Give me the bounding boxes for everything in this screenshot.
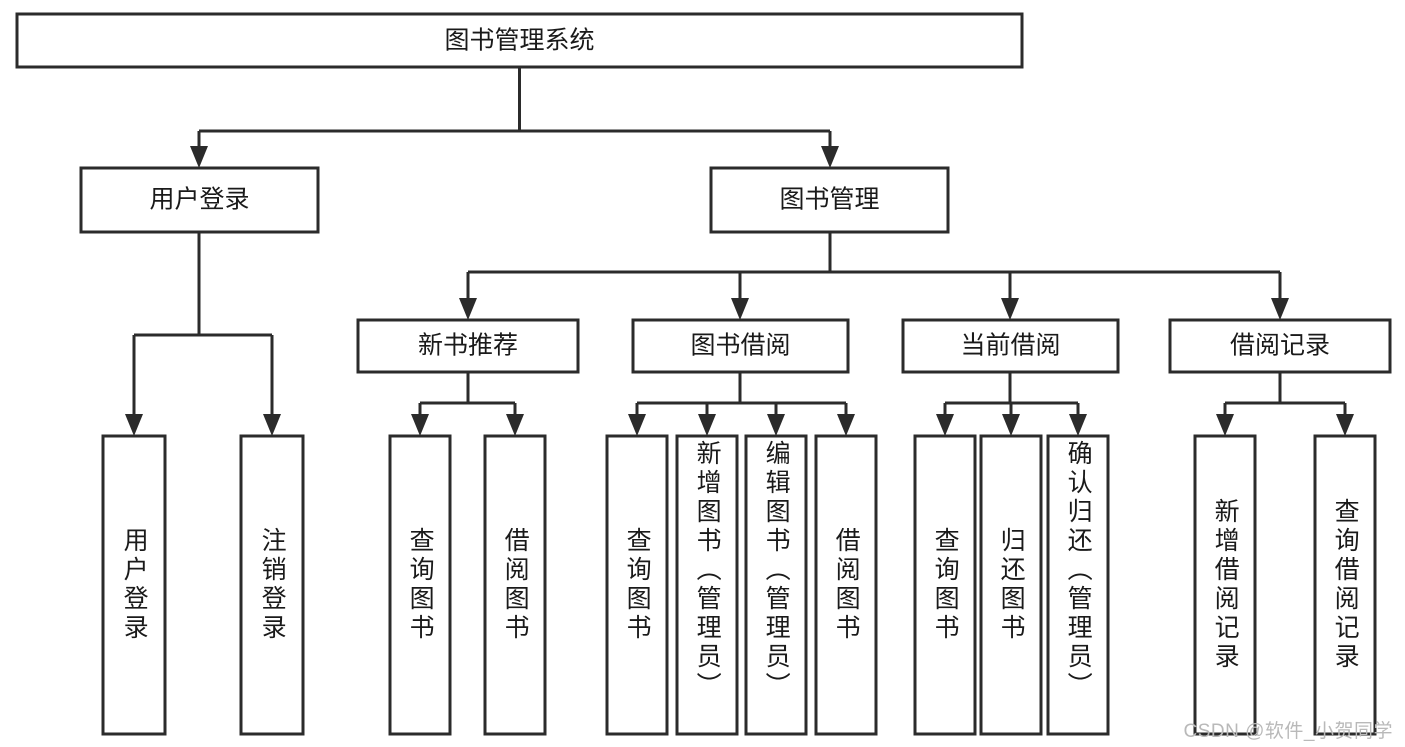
connector-layer	[125, 67, 1354, 436]
node-user-login-box[interactable]	[79, 166, 320, 234]
arrow-book-manage	[821, 146, 839, 168]
arrow-leaf-query-book-2	[628, 414, 646, 436]
arrow-current-borrow	[1001, 298, 1019, 320]
arrow-leaf-return-book	[1002, 414, 1020, 436]
node-borrow-record-box[interactable]	[1168, 318, 1392, 374]
node-leaf-query-book-3-box[interactable]	[913, 434, 977, 736]
node-leaf-query-book-2-box[interactable]	[605, 434, 669, 736]
node-current-borrow-label: 当前借阅	[960, 332, 1060, 360]
watermark-text: CSDN @软件_小贺同学	[1183, 721, 1393, 742]
node-current-borrow-box[interactable]	[901, 318, 1120, 374]
node-borrow-record-label: 借阅记录	[1230, 332, 1330, 360]
node-leaf-add-book-box[interactable]	[675, 434, 739, 736]
arrow-leaf-confirm-return	[1069, 414, 1087, 436]
arrow-leaf-user-login	[125, 414, 143, 436]
node-root-box[interactable]	[15, 12, 1024, 69]
node-book-borrow-label: 图书借阅	[690, 332, 790, 360]
node-book-borrow-box[interactable]	[631, 318, 850, 374]
arrow-leaf-add-book	[698, 414, 716, 436]
node-leaf-user-login-box[interactable]	[101, 434, 167, 736]
node-leaf-borrow-book-2-box[interactable]	[814, 434, 878, 736]
node-book-manage-box[interactable]	[709, 166, 950, 234]
node-leaf-logout-box[interactable]	[239, 434, 305, 736]
node-new-book-rec-label: 新书推荐	[418, 332, 518, 360]
arrow-leaf-query-book-1	[411, 414, 429, 436]
arrow-leaf-query-record	[1336, 414, 1354, 436]
arrow-leaf-logout	[263, 414, 281, 436]
arrow-leaf-edit-book	[767, 414, 785, 436]
arrow-leaf-borrow-book-2	[837, 414, 855, 436]
node-leaf-query-record-box[interactable]	[1313, 434, 1377, 736]
node-leaf-borrow-book-1-box[interactable]	[483, 434, 547, 736]
arrow-new-book-rec	[459, 298, 477, 320]
arrow-borrow-record	[1271, 298, 1289, 320]
arrow-leaf-borrow-book-1	[506, 414, 524, 436]
arrow-leaf-query-book-3	[936, 414, 954, 436]
node-leaf-query-book-1-box[interactable]	[388, 434, 452, 736]
arrow-book-borrow	[731, 298, 749, 320]
node-leaf-add-record-box[interactable]	[1193, 434, 1257, 736]
arrow-user-login	[190, 146, 208, 168]
node-user-login-label: 用户登录	[149, 186, 249, 214]
arrow-leaf-add-record	[1216, 414, 1234, 436]
node-book-manage-label: 图书管理	[779, 186, 879, 214]
node-root-label: 图书管理系统	[444, 27, 594, 55]
node-layer: 图书管理系统 用户登录 图书管理 新书推荐 图书借阅 当前借阅 借阅记录	[15, 12, 1392, 736]
node-leaf-return-book-box[interactable]	[979, 434, 1043, 736]
node-leaf-edit-book-box[interactable]	[744, 434, 808, 736]
node-leaf-confirm-return-box[interactable]	[1046, 434, 1110, 736]
node-new-book-rec-box[interactable]	[356, 318, 580, 374]
